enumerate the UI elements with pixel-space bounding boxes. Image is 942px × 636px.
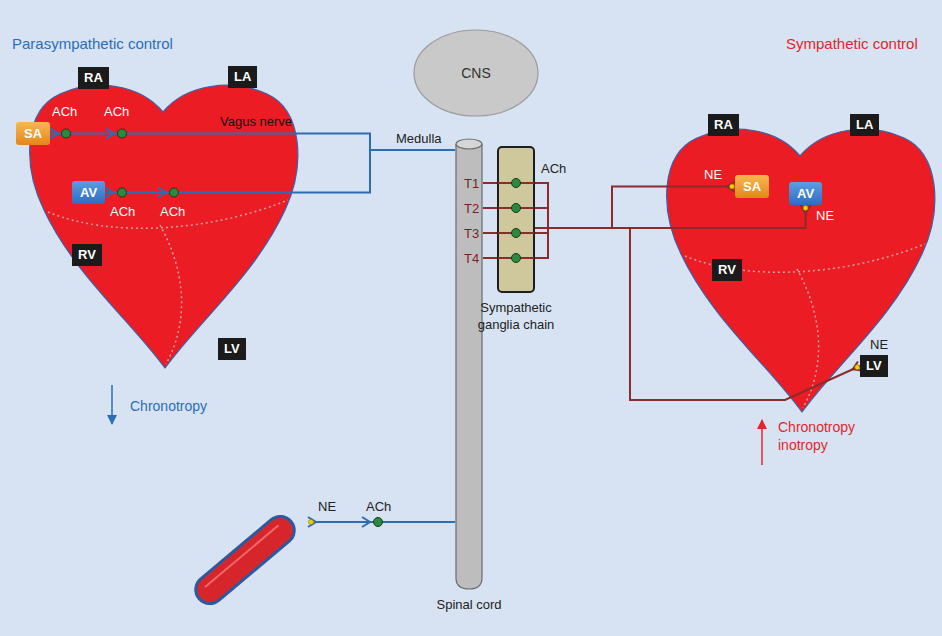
node-label: SA <box>743 175 761 198</box>
transmitter-label: ACh <box>52 103 77 120</box>
segment-label: T4 <box>464 250 479 267</box>
ganglia-box: Sympathetic ganglia chain <box>497 146 535 293</box>
chamber-tag: LA <box>228 66 257 88</box>
transmitter-label: ACh <box>104 103 129 120</box>
blood-vessel <box>190 511 300 610</box>
nerve-terminal <box>308 517 316 527</box>
bracket-wire <box>534 207 548 209</box>
vessel-nerve <box>308 517 455 527</box>
node-label: AV <box>80 181 97 204</box>
chamber-tag: LV <box>218 338 246 360</box>
node-label: SA <box>24 122 42 145</box>
ganglion-dot <box>170 188 179 197</box>
vessel-wall <box>190 511 300 610</box>
segment-label: T1 <box>464 175 479 192</box>
chamber-tag: RA <box>78 67 109 89</box>
node-label: LA <box>856 114 873 136</box>
node-box: AV <box>789 182 822 205</box>
root-wire <box>483 207 498 209</box>
panel-title: Parasympathetic control <box>12 34 173 53</box>
bracket-wire <box>547 182 549 259</box>
effect-arrow <box>761 420 763 465</box>
transmitter-label: ACh <box>541 160 566 177</box>
groove-line <box>48 200 288 228</box>
node-label: Sympathetic ganglia chain <box>466 299 566 333</box>
chamber-tag: LA <box>850 114 879 136</box>
effect-label: Chronotropy inotropy <box>778 418 878 454</box>
chain-shape <box>497 146 535 293</box>
chamber-tag: LV <box>860 355 888 377</box>
node-label: CNS <box>461 65 491 81</box>
nerve-line <box>316 521 455 523</box>
ganglion-dot <box>512 179 521 188</box>
transmitter-label: ACh <box>110 203 135 220</box>
nerve-terminal <box>158 188 166 198</box>
node-label: LA <box>234 66 251 88</box>
heart-right <box>667 129 935 412</box>
brain-outline <box>414 30 538 116</box>
nerve-terminal <box>106 129 114 139</box>
node-box: SA <box>735 175 769 198</box>
node-label: RA <box>84 67 103 89</box>
chain-outline <box>498 147 534 292</box>
heart-outline <box>667 129 935 412</box>
chamber-tag: RV <box>712 259 742 281</box>
panel-title: Sympathetic control <box>786 34 918 53</box>
bracket-wire <box>534 257 548 259</box>
septum-line <box>160 225 182 364</box>
cord-body <box>456 144 482 589</box>
ganglion-dot <box>512 254 521 263</box>
ganglion-dot <box>512 229 521 238</box>
ganglion-dot <box>118 188 127 197</box>
bracket-wire <box>534 182 548 184</box>
root-wire <box>483 257 498 259</box>
chamber-tag: RV <box>72 244 102 266</box>
transmitter-label: NE <box>816 207 834 224</box>
node-label: RA <box>714 114 733 136</box>
heart-outline <box>30 85 298 368</box>
brain-ellipse: CNS <box>413 29 539 117</box>
vesicle-dot <box>309 520 314 525</box>
nerve-fiber <box>535 187 735 229</box>
node-label: RV <box>78 244 96 266</box>
transmitter-label: NE <box>870 336 888 353</box>
heart-left <box>30 85 298 368</box>
transmitter-label: ACh <box>366 498 391 515</box>
effect-label: Chronotropy <box>130 397 207 415</box>
cord-cap <box>456 139 482 149</box>
transmitter-label: ACh <box>160 203 185 220</box>
node-box: SA <box>16 122 50 145</box>
nerve-fiber <box>535 228 860 400</box>
ganglion-dot <box>118 129 127 138</box>
ganglion-dot <box>374 518 383 527</box>
root-wire <box>483 182 498 184</box>
node-label: LV <box>866 355 882 377</box>
ganglion-dot <box>512 204 521 213</box>
nerve-terminal <box>362 517 370 527</box>
nerve-fiber <box>535 205 806 228</box>
segment-label: T3 <box>464 225 479 242</box>
edge-label: Vagus nerve <box>220 114 292 130</box>
ganglion-dot <box>62 129 71 138</box>
transmitter-label: NE <box>704 166 722 183</box>
region-label: Medulla <box>396 130 442 147</box>
effect-arrow <box>111 385 113 424</box>
segment-label: T2 <box>464 200 479 217</box>
nerve-fiber <box>105 150 455 193</box>
node-label: RV <box>718 259 736 281</box>
vessel-shine <box>205 525 279 587</box>
node-box: AV <box>72 181 105 204</box>
chamber-tag: RA <box>708 114 739 136</box>
root-wire <box>483 232 498 234</box>
transmitter-label: NE <box>318 498 336 515</box>
node-label: LV <box>224 338 240 360</box>
node-label: AV <box>797 182 814 205</box>
bracket-wire <box>534 232 548 234</box>
node-label: Spinal cord <box>436 596 501 613</box>
